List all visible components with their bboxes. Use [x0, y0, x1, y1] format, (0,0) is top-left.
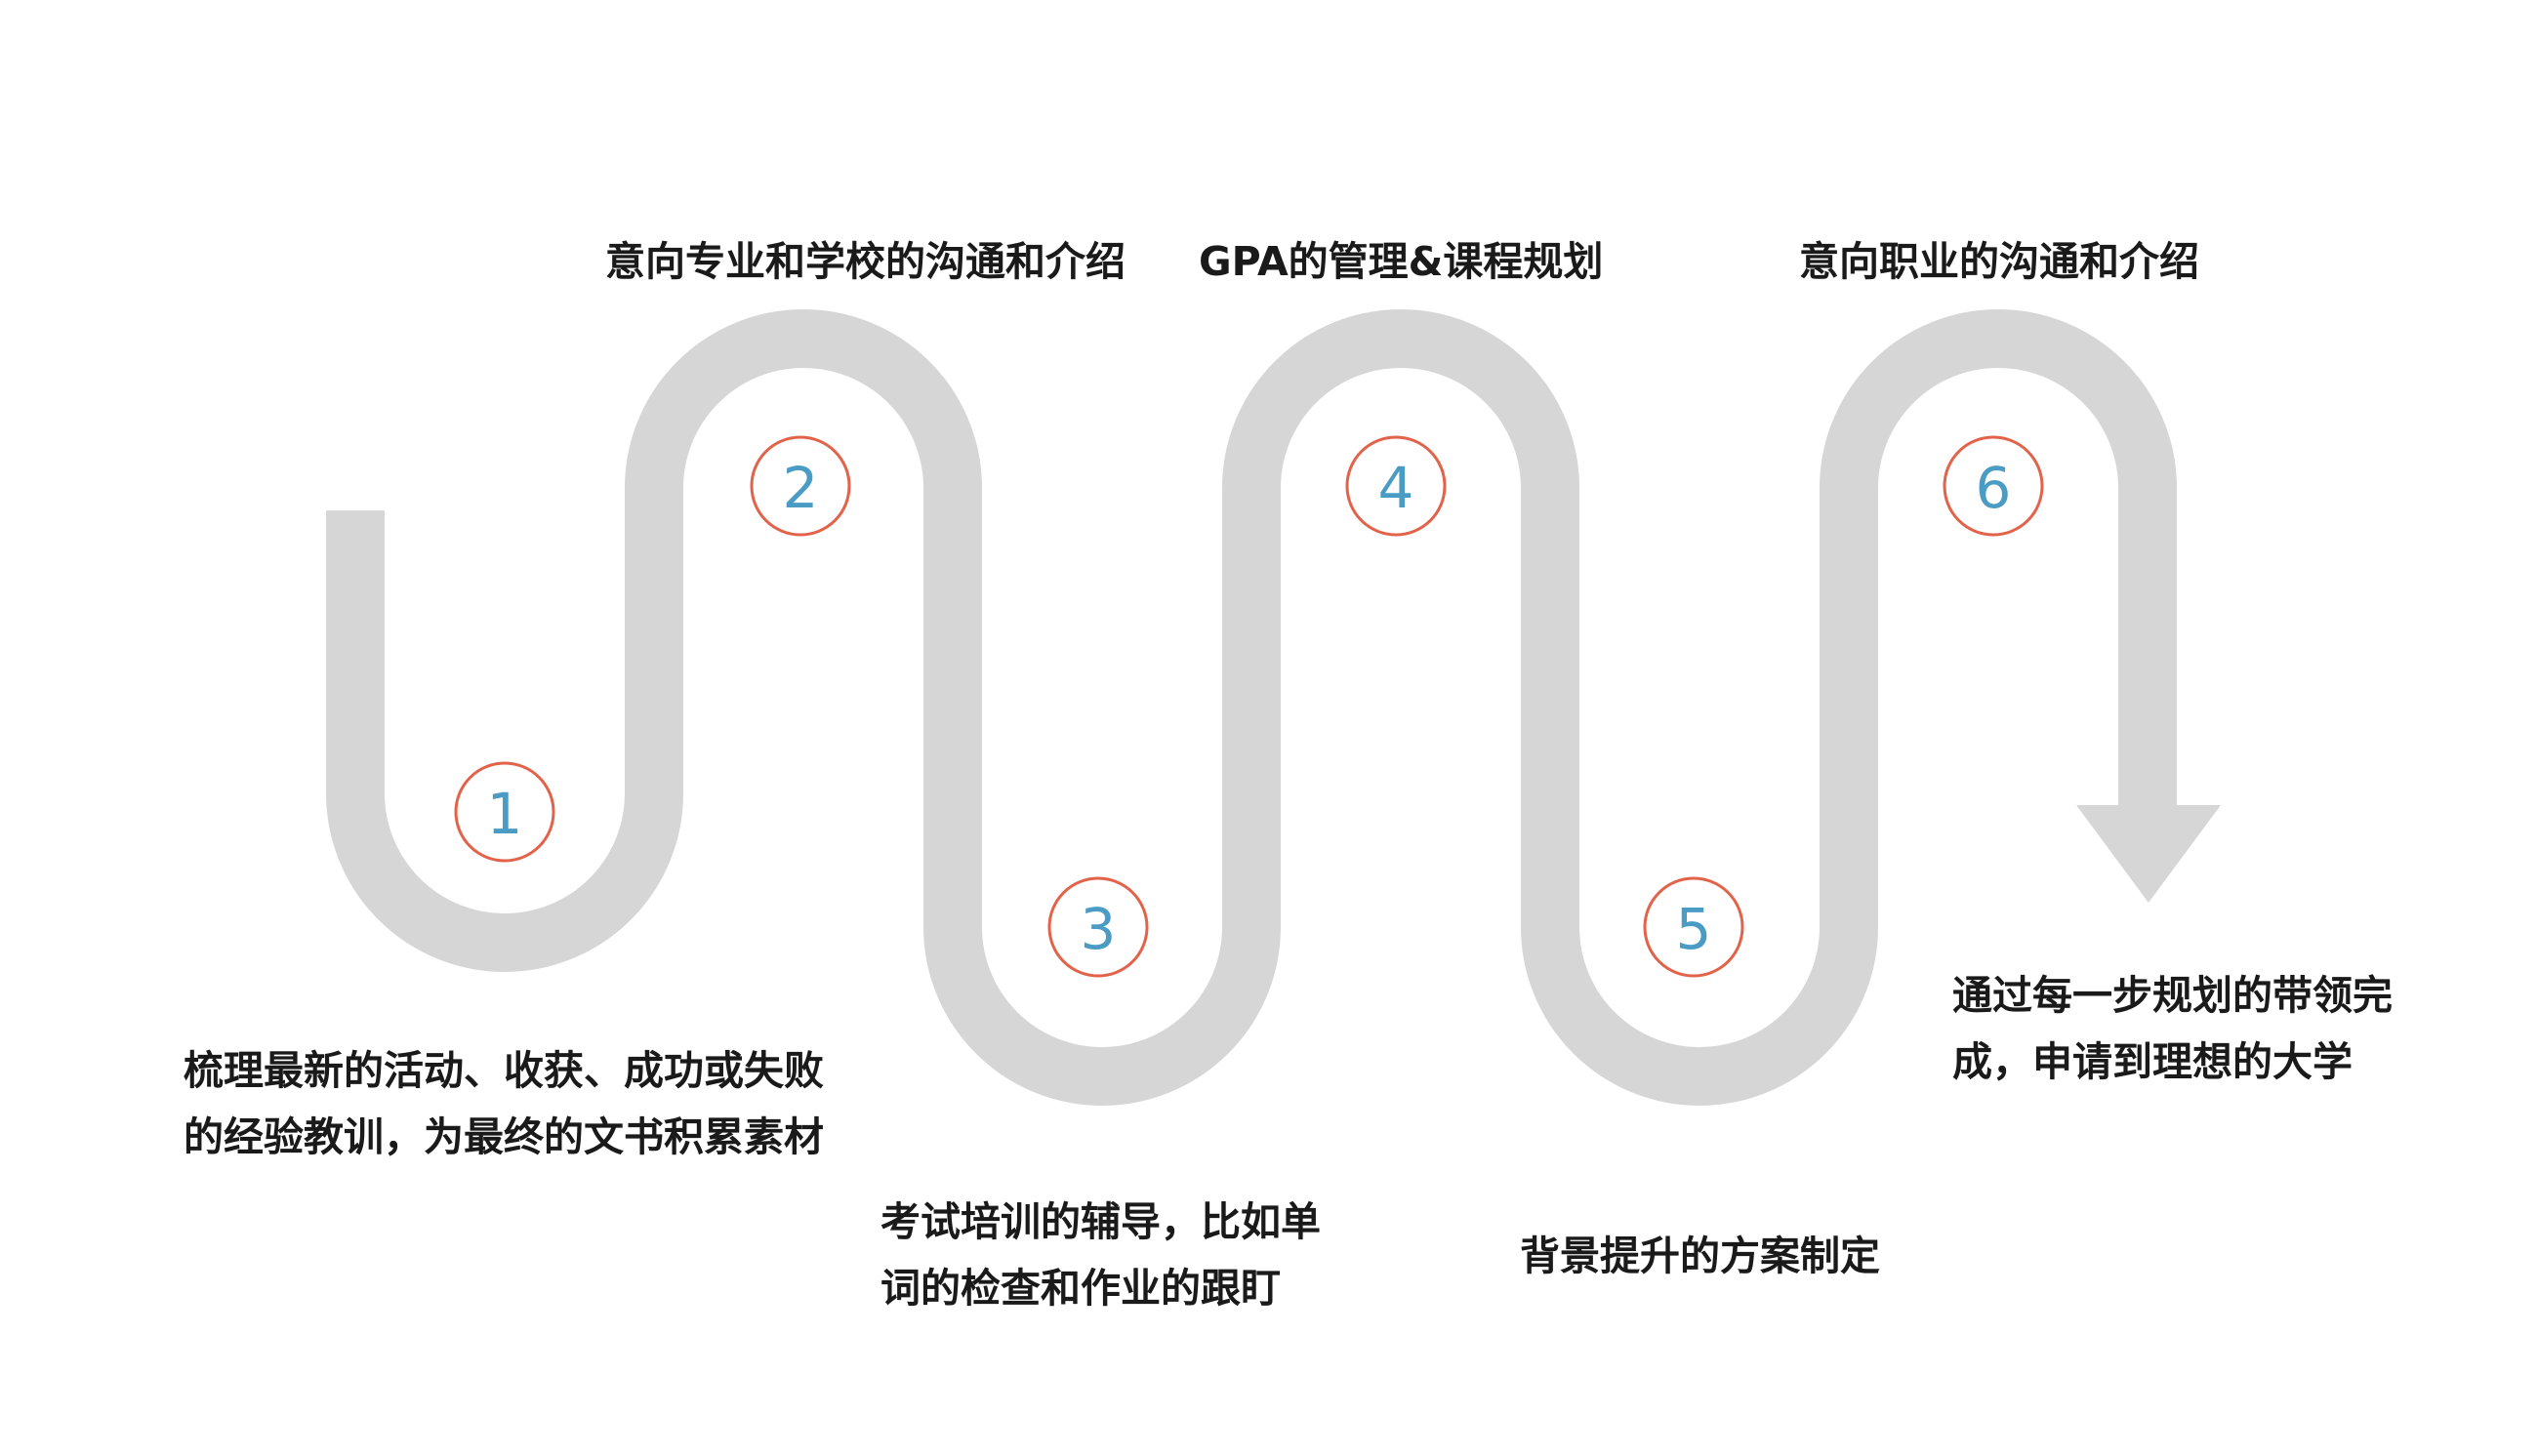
step-3-line-2: 词的检查和作业的跟盯: [880, 1265, 1281, 1312]
final-line-1: 通过每一步规划的带领完: [1952, 972, 2393, 1019]
step-5-number: 5: [1676, 896, 1712, 962]
step-6-circle: [1943, 435, 2044, 537]
step-4-label: GPA的管理&课程规划: [1199, 228, 1603, 295]
final-line-2: 成，申请到理想的大学: [1952, 1038, 2353, 1085]
step-5-circle: [1643, 876, 1744, 978]
step-3-number: 3: [1081, 896, 1117, 962]
step-5-label: 背景提升的方案制定: [1520, 1223, 1880, 1289]
step-6-number: 6: [1976, 455, 2012, 521]
step-1-line-2: 的经验教训，为最终的文书积累素材: [184, 1113, 824, 1160]
step-6-line-1: 意向职业的沟通和介绍: [1799, 238, 2199, 285]
step-2-circle: [750, 435, 851, 537]
step-1-circle: [454, 761, 555, 863]
step-4-circle: [1345, 435, 1447, 537]
step-2-number: 2: [783, 455, 819, 521]
step-1-label: 梳理最新的活动、收获、成功或失败 的经验教训，为最终的文书积累素材: [184, 1037, 824, 1170]
step-6-label: 意向职业的沟通和介绍: [1799, 228, 2199, 295]
serpentine-road: [326, 309, 2177, 1106]
step-3-label: 考试培训的辅导，比如单 词的检查和作业的跟盯: [880, 1189, 1321, 1321]
arrow-head-icon: [2076, 805, 2221, 903]
step-1-line-1: 梳理最新的活动、收获、成功或失败: [184, 1047, 824, 1094]
step-2-label: 意向专业和学校的沟通和介绍: [605, 228, 1126, 295]
step-2-line-1: 意向专业和学校的沟通和介绍: [605, 238, 1126, 285]
step-1-number: 1: [487, 781, 523, 847]
step-3-line-1: 考试培训的辅导，比如单: [880, 1198, 1321, 1245]
step-4-line-1: GPA的管理&课程规划: [1199, 238, 1604, 285]
step-5-line-1: 背景提升的方案制定: [1520, 1233, 1880, 1279]
step-3-circle: [1047, 876, 1149, 978]
final-outcome-label: 通过每一步规划的带领完 成，申请到理想的大学: [1952, 962, 2393, 1095]
step-4-number: 4: [1378, 455, 1414, 521]
